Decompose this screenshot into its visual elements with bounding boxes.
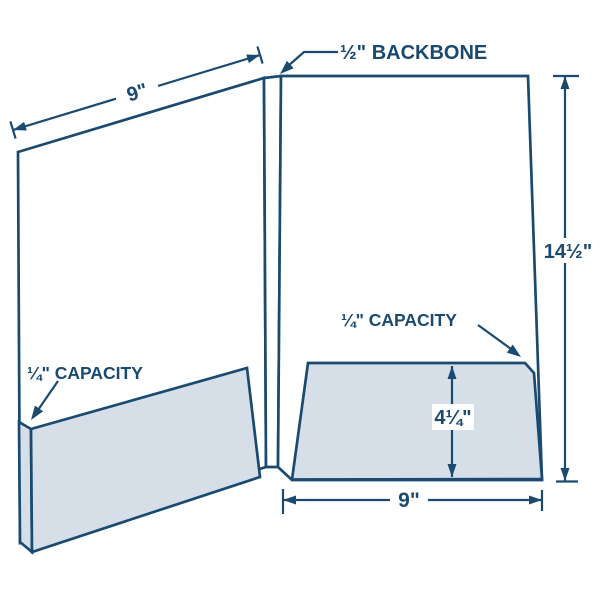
pocket-height-label-group: 4¼" bbox=[432, 404, 474, 430]
top-width-label-group: 9" bbox=[111, 72, 163, 112]
left-capacity-label: ¼" CAPACITY bbox=[27, 363, 143, 383]
bottom-width-label: 9" bbox=[398, 489, 420, 512]
pocket-height-arrow-top bbox=[447, 366, 457, 379]
backbone-leader-line bbox=[287, 50, 338, 67]
left-pocket bbox=[29, 366, 262, 554]
bottom-width-arrow-left bbox=[283, 495, 296, 505]
left-capacity-leader-arrow bbox=[31, 405, 44, 420]
pocket-height-label-bg bbox=[432, 404, 474, 430]
right-capacity-leader-line bbox=[477, 324, 512, 350]
left-capacity-leader-line bbox=[37, 380, 59, 411]
right-capacity-leader-arrow bbox=[506, 344, 521, 357]
pocket-height-label: 4¼" bbox=[434, 407, 471, 429]
height-label-bg bbox=[542, 238, 594, 263]
top-width-label-bg bbox=[111, 72, 163, 112]
pocket-height-arrow-bottom bbox=[447, 464, 457, 477]
height-label-group: 14½" bbox=[542, 238, 594, 263]
right-capacity-label: ¼" CAPACITY bbox=[341, 310, 457, 330]
backbone-label: ½" BACKBONE bbox=[340, 42, 487, 64]
backbone-leader-arrow bbox=[280, 60, 294, 74]
bottom-width-label-bg bbox=[390, 487, 428, 513]
bottom-width-label-group: 9" bbox=[390, 487, 428, 513]
top-width-arrow-left bbox=[13, 121, 27, 131]
height-label: 14½" bbox=[544, 241, 592, 263]
bottom-width-arrow-right bbox=[529, 495, 542, 505]
height-arrow-bottom bbox=[560, 468, 570, 481]
top-width-arrow-right bbox=[246, 54, 260, 64]
right-pocket bbox=[290, 361, 544, 481]
height-arrow-top bbox=[560, 76, 570, 89]
